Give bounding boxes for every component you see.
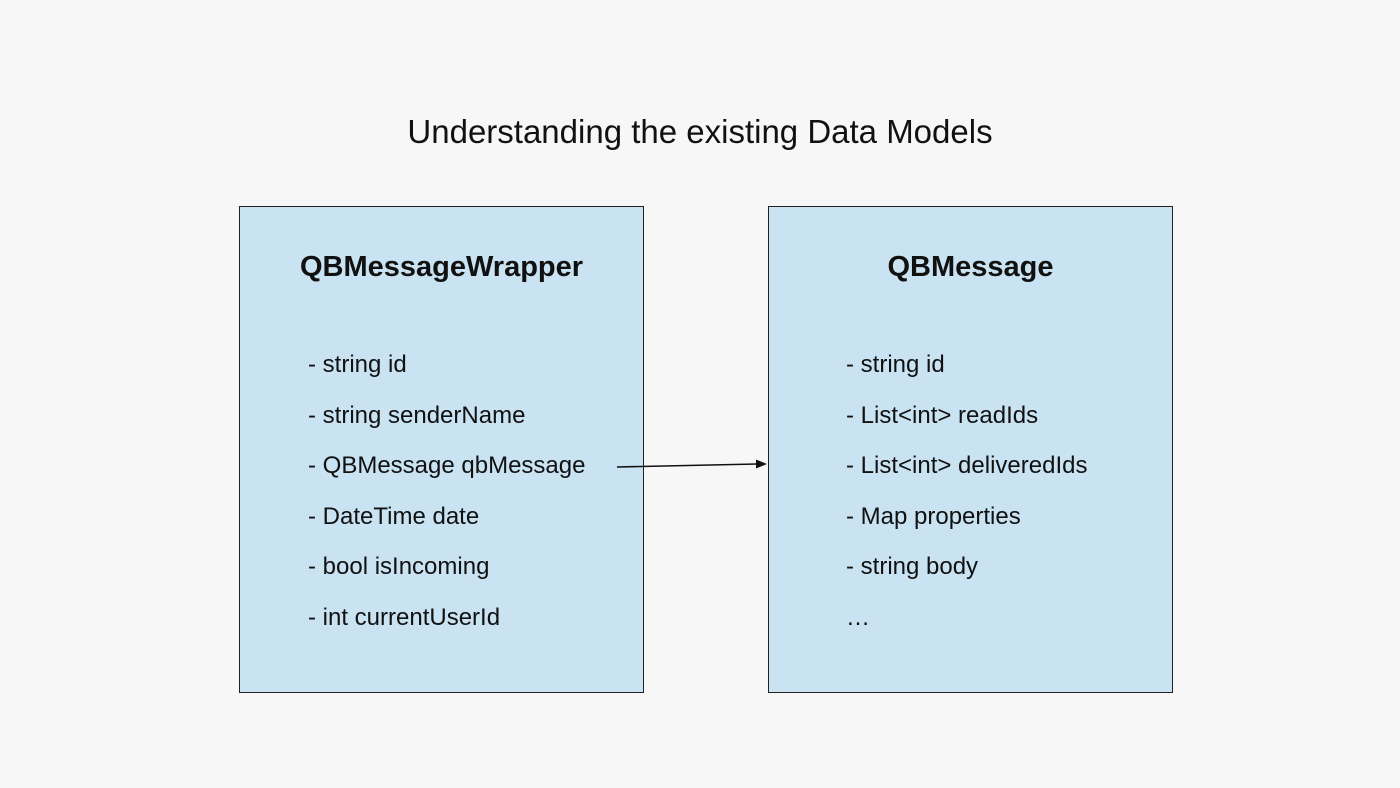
qbmessage-title: QBMessage <box>887 251 1054 283</box>
field-current-user-id: - int currentUserId <box>308 603 501 631</box>
qbmessage-box: QBMessage - string id - List<int> readId… <box>768 206 1173 693</box>
slide-title: Understanding the existing Data Models <box>407 113 993 151</box>
field-qb-message: - QBMessage qbMessage <box>308 452 586 479</box>
qbmessagewrapper-title: QBMessageWrapper <box>299 251 584 283</box>
field-read-ids: - List<int> readIds <box>846 401 1039 429</box>
field-ellipsis: … <box>846 603 870 631</box>
arrow-right-icon <box>756 459 767 469</box>
field-body: - string body <box>846 553 979 580</box>
field-properties: - Map properties <box>846 502 1021 530</box>
field-id: - string id <box>846 351 945 378</box>
qbmessagewrapper-field-list: - string id - string senderName - QBMess… <box>308 350 585 653</box>
field-date: - DateTime date <box>308 502 480 530</box>
qbmessage-field-list: - string id - List<int> readIds - List<i… <box>846 350 1087 653</box>
qbmessagewrapper-box: QBMessageWrapper - string id - string se… <box>239 206 644 693</box>
field-sender-name: - string senderName <box>308 401 526 429</box>
field-id: - string id <box>308 351 407 378</box>
field-is-incoming: - bool isIncoming <box>308 553 490 580</box>
field-delivered-ids: - List<int> deliveredIds <box>846 452 1088 479</box>
